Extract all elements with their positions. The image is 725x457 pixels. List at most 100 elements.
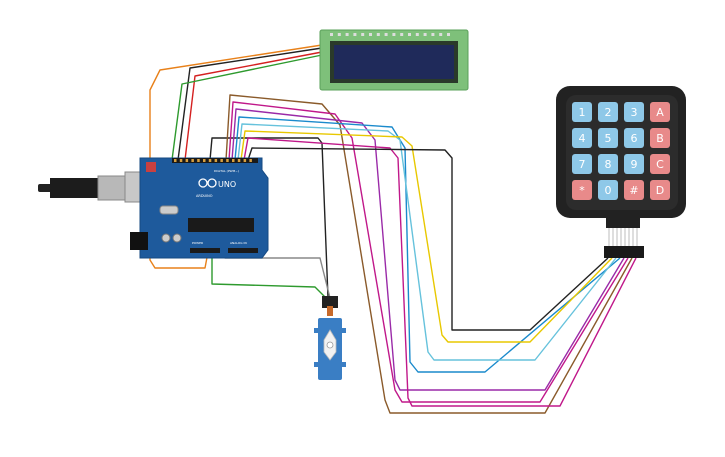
keypad-inner bbox=[566, 95, 678, 210]
keypad-key-label: 4 bbox=[579, 132, 586, 145]
lcd-pin bbox=[431, 33, 435, 36]
keypad-key-label: 0 bbox=[605, 184, 612, 197]
servo-shaft bbox=[326, 341, 334, 349]
digital-pin bbox=[226, 159, 229, 162]
keypad-key-label: 7 bbox=[579, 158, 586, 171]
keypad-ribbon bbox=[606, 218, 640, 228]
keypad-key[interactable]: # bbox=[624, 180, 644, 200]
keypad-key-face bbox=[598, 154, 618, 174]
lcd-pin bbox=[337, 33, 341, 36]
servo-motor[interactable] bbox=[314, 296, 346, 380]
capacitor-2 bbox=[172, 233, 182, 243]
capacitor-1 bbox=[161, 233, 171, 243]
wire-red-lcd[interactable] bbox=[184, 51, 323, 161]
analog-label: ANALOG IN bbox=[230, 241, 247, 245]
usb-cable[interactable] bbox=[38, 171, 148, 203]
usb-cable-body bbox=[50, 178, 100, 198]
keypad-key[interactable]: 4 bbox=[572, 128, 592, 148]
keypad-key-label: 9 bbox=[631, 158, 638, 171]
keypad-key-face bbox=[598, 128, 618, 148]
digital-pin bbox=[249, 159, 252, 162]
keypad-key[interactable]: 8 bbox=[598, 154, 618, 174]
wire-magenta1-keypad[interactable] bbox=[228, 101, 629, 403]
keypad-key-face bbox=[650, 128, 670, 148]
lcd-pin bbox=[415, 33, 419, 36]
wire-black-servo[interactable] bbox=[209, 137, 329, 299]
power-jack bbox=[130, 232, 148, 250]
arduino-uno-board[interactable]: UNO ARDUINO DIGITAL (PWM~) POWER ANALOG … bbox=[130, 157, 269, 259]
keypad-key[interactable]: 3 bbox=[624, 102, 644, 122]
wire-purple-keypad[interactable] bbox=[231, 108, 625, 391]
digital-pin bbox=[214, 159, 218, 162]
wire-green-servo[interactable] bbox=[211, 252, 327, 299]
analog-header bbox=[228, 248, 258, 253]
lcd-pin bbox=[361, 33, 365, 36]
arduino-brand: ARDUINO bbox=[196, 194, 213, 198]
digital-pin bbox=[237, 159, 241, 162]
digital-pin bbox=[203, 159, 206, 162]
lcd-pin bbox=[384, 33, 388, 36]
keypad-key[interactable]: 0 bbox=[598, 180, 618, 200]
keypad-key[interactable]: 1 bbox=[572, 102, 592, 122]
lcd-pin bbox=[369, 33, 372, 36]
wire-magenta2-keypad[interactable] bbox=[243, 137, 637, 407]
usb-plug-metal bbox=[97, 175, 129, 201]
keypad-key[interactable]: 7 bbox=[572, 154, 592, 174]
wire-black-lcd[interactable] bbox=[177, 47, 323, 161]
wire-brown-keypad[interactable] bbox=[225, 94, 633, 414]
digital-pin bbox=[179, 159, 183, 162]
keypad-key-label: 1 bbox=[579, 106, 586, 119]
keypad-key-face bbox=[650, 180, 670, 200]
wire-green-lcd[interactable] bbox=[171, 54, 323, 161]
servo-tab-bottom bbox=[314, 362, 346, 367]
digital-pin bbox=[197, 159, 200, 162]
wire-orange-lcd[interactable] bbox=[149, 44, 323, 269]
keypad-key[interactable]: B bbox=[650, 128, 670, 148]
lcd-pin bbox=[439, 33, 443, 36]
lcd-pin bbox=[400, 33, 404, 36]
keypad-key[interactable]: 9 bbox=[624, 154, 644, 174]
lcd-pin bbox=[423, 33, 427, 36]
keypad-key[interactable]: C bbox=[650, 154, 670, 174]
keypad-key-face bbox=[598, 180, 618, 200]
wire-lightblue-keypad[interactable] bbox=[237, 123, 617, 361]
keypad-key-label: A bbox=[656, 106, 664, 119]
servo-wires bbox=[327, 306, 333, 316]
keypad-key[interactable]: 6 bbox=[624, 128, 644, 148]
digital-pin bbox=[208, 159, 212, 162]
lcd-pin bbox=[353, 33, 357, 36]
keypad-key-face bbox=[572, 180, 592, 200]
lcd-pin bbox=[408, 33, 411, 36]
digital-pin bbox=[174, 159, 177, 162]
digital-pin bbox=[185, 159, 189, 162]
keypad-key-face bbox=[650, 154, 670, 174]
digital-pin bbox=[232, 159, 235, 162]
keypad-key-label: 5 bbox=[605, 132, 612, 145]
keypad-key-face bbox=[624, 180, 644, 200]
arduino-model: UNO bbox=[218, 180, 236, 189]
reset-button[interactable] bbox=[146, 162, 156, 172]
keypad-key-label: C bbox=[656, 158, 664, 171]
keypad-key[interactable]: A bbox=[650, 102, 670, 122]
keypad-key-face bbox=[650, 102, 670, 122]
keypad-key-label: 3 bbox=[631, 106, 638, 119]
wire-black-keypad[interactable] bbox=[247, 147, 609, 331]
wire-gray-servo[interactable] bbox=[214, 251, 331, 299]
keypad-key-face bbox=[572, 154, 592, 174]
crystal bbox=[159, 205, 179, 215]
keypad-key[interactable]: * bbox=[572, 180, 592, 200]
keypad-key-face bbox=[572, 128, 592, 148]
wire-yellow-keypad[interactable] bbox=[240, 130, 613, 343]
keypad-key[interactable]: D bbox=[650, 180, 670, 200]
wire-blue-keypad[interactable] bbox=[234, 116, 621, 373]
keypad-key[interactable]: 2 bbox=[598, 102, 618, 122]
lcd-header-pins bbox=[330, 33, 450, 36]
digital-label: DIGITAL (PWM~) bbox=[214, 169, 239, 173]
lcd-display[interactable] bbox=[319, 29, 469, 91]
digital-pin bbox=[220, 159, 223, 162]
keypad-key[interactable]: 5 bbox=[598, 128, 618, 148]
keypad-key-face bbox=[624, 154, 644, 174]
